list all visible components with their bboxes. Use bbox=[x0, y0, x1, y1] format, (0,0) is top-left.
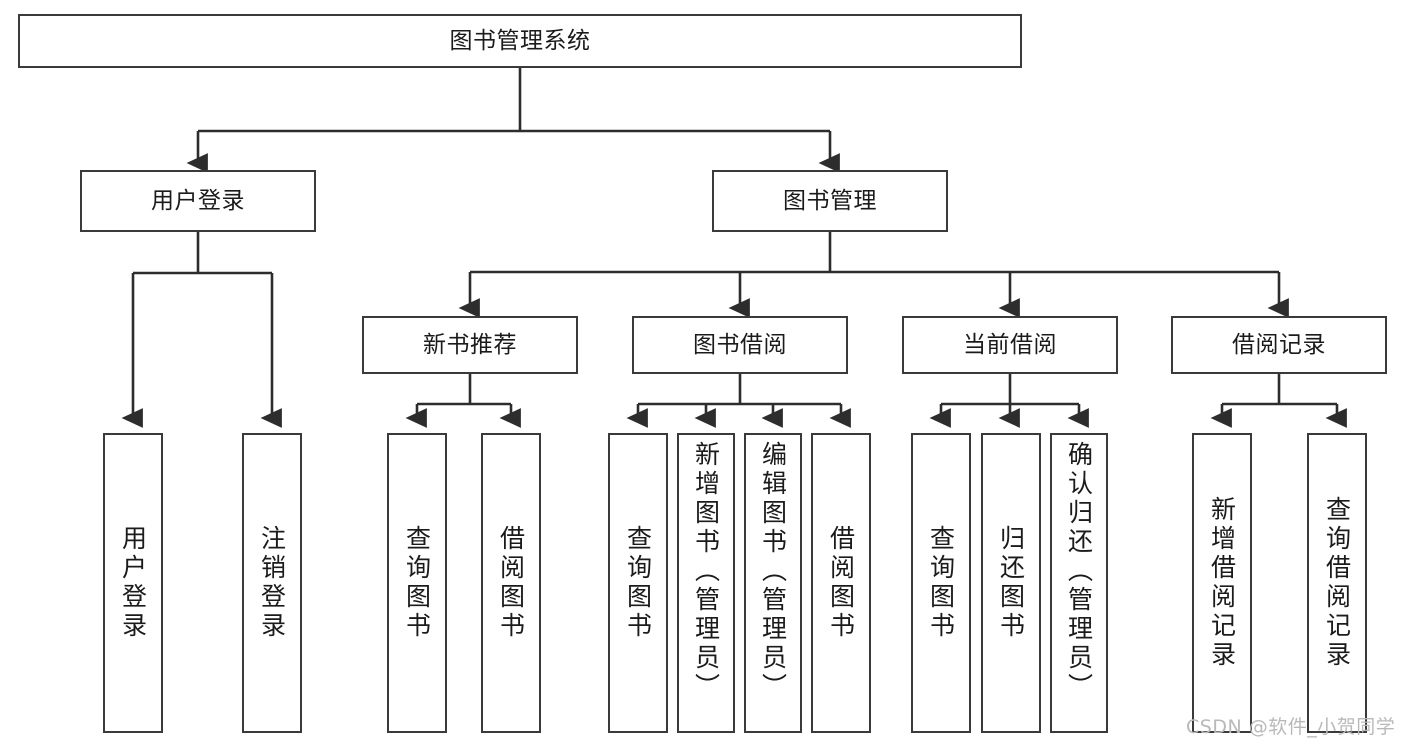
leaf-book-borrow-lend[interactable]: 借阅图书 bbox=[811, 433, 871, 733]
node-label: 用户登录 bbox=[151, 187, 245, 214]
leaf-current-borrow-confirm-return[interactable]: 确认归还（管理员） bbox=[1050, 433, 1108, 733]
node-book-borrow[interactable]: 图书借阅 bbox=[632, 316, 848, 374]
node-label: 查询图书 bbox=[926, 525, 956, 641]
leaf-borrow-record-add[interactable]: 新增借阅记录 bbox=[1192, 433, 1252, 733]
leaf-user-login-signin[interactable]: 用户登录 bbox=[103, 433, 163, 733]
node-label: 图书借阅 bbox=[693, 331, 787, 358]
node-label: 借阅记录 bbox=[1232, 331, 1326, 358]
leaf-current-borrow-query[interactable]: 查询图书 bbox=[911, 433, 971, 733]
leaf-user-login-signout[interactable]: 注销登录 bbox=[242, 433, 302, 733]
leaf-current-borrow-return[interactable]: 归还图书 bbox=[981, 433, 1041, 733]
node-label: 编辑图书（管理员） bbox=[758, 441, 788, 702]
node-label: 当前借阅 bbox=[963, 331, 1057, 358]
node-user-login[interactable]: 用户登录 bbox=[80, 170, 316, 232]
node-current-borrow[interactable]: 当前借阅 bbox=[902, 316, 1118, 374]
node-label: 新书推荐 bbox=[423, 331, 517, 358]
node-label: 新增图书（管理员） bbox=[691, 441, 721, 702]
node-label: 图书管理系统 bbox=[449, 27, 591, 54]
node-label: 查询图书 bbox=[402, 525, 432, 641]
node-label: 新增借阅记录 bbox=[1207, 496, 1237, 670]
leaf-new-book-borrow[interactable]: 借阅图书 bbox=[481, 433, 541, 733]
node-label: 确认归还（管理员） bbox=[1064, 441, 1094, 702]
leaf-borrow-record-query[interactable]: 查询借阅记录 bbox=[1307, 433, 1367, 733]
node-label: 注销登录 bbox=[257, 525, 287, 641]
node-label: 用户登录 bbox=[118, 525, 148, 641]
node-label: 查询借阅记录 bbox=[1322, 496, 1352, 670]
node-label: 归还图书 bbox=[996, 525, 1026, 641]
leaf-book-borrow-edit[interactable]: 编辑图书（管理员） bbox=[744, 433, 802, 733]
leaf-book-borrow-add[interactable]: 新增图书（管理员） bbox=[677, 433, 735, 733]
node-book-management[interactable]: 图书管理 bbox=[712, 170, 948, 232]
node-root-system[interactable]: 图书管理系统 bbox=[18, 14, 1022, 68]
watermark-text: CSDN @软件_小贺同学 bbox=[1186, 716, 1396, 738]
node-borrow-record[interactable]: 借阅记录 bbox=[1171, 316, 1387, 374]
node-label: 图书管理 bbox=[783, 187, 877, 214]
leaf-book-borrow-query[interactable]: 查询图书 bbox=[608, 433, 668, 733]
node-label: 查询图书 bbox=[623, 525, 653, 641]
node-label: 借阅图书 bbox=[826, 525, 856, 641]
node-label: 借阅图书 bbox=[496, 525, 526, 641]
node-new-book-recommend[interactable]: 新书推荐 bbox=[362, 316, 578, 374]
leaf-new-book-query[interactable]: 查询图书 bbox=[387, 433, 447, 733]
